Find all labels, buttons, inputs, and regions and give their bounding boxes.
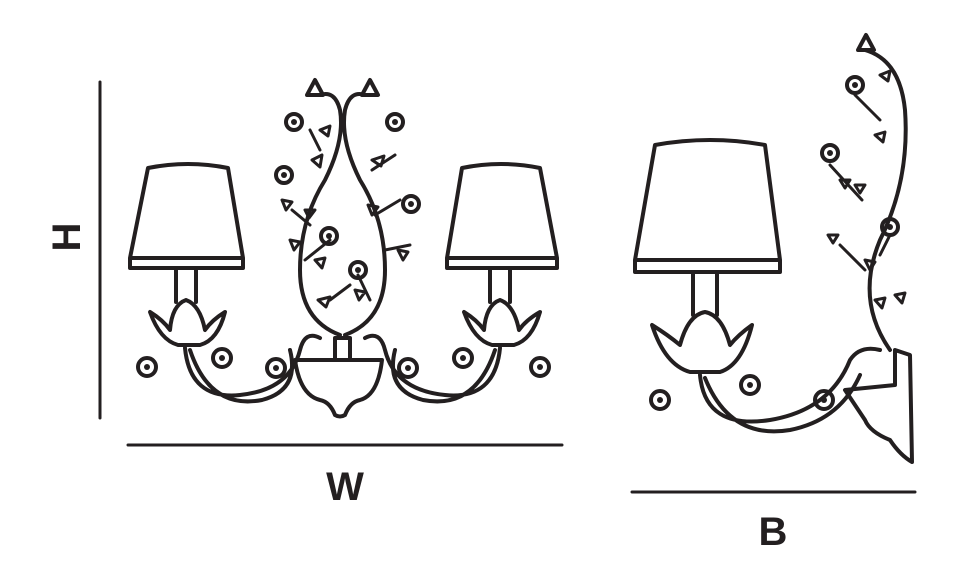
side-candle-cup: [650, 310, 754, 374]
side-vine-stem: [863, 48, 908, 352]
left-arm: [183, 333, 322, 404]
left-candle-cup: [148, 298, 227, 347]
front-view-lamp: [128, 78, 559, 419]
front-wall-base: [293, 336, 384, 419]
right-lampshade: [445, 162, 559, 270]
side-lamp-stem: [691, 272, 719, 317]
right-candle-cup: [462, 298, 542, 347]
depth-label: B: [759, 510, 788, 554]
lamp-stems: [174, 268, 512, 304]
width-dimension: W: [126, 443, 564, 509]
height-dimension: H: [45, 80, 102, 420]
side-vine-leaves: [826, 69, 907, 310]
left-lampshade: [128, 162, 245, 270]
right-arm: [363, 333, 502, 404]
width-label: W: [326, 465, 364, 509]
side-vine-top-leaf: [856, 33, 876, 52]
side-arm: [698, 346, 882, 434]
vine-top-leaves: [305, 78, 380, 97]
central-vine-frame: [298, 92, 387, 337]
front-rosettes: [136, 112, 551, 379]
depth-dimension: B: [630, 490, 917, 554]
height-label: H: [45, 223, 89, 252]
side-wall-base: [843, 348, 914, 464]
vine-leaves: [280, 124, 410, 309]
side-rosettes: [649, 75, 900, 411]
side-view-lamp: [633, 33, 914, 464]
side-lampshade: [633, 138, 782, 274]
